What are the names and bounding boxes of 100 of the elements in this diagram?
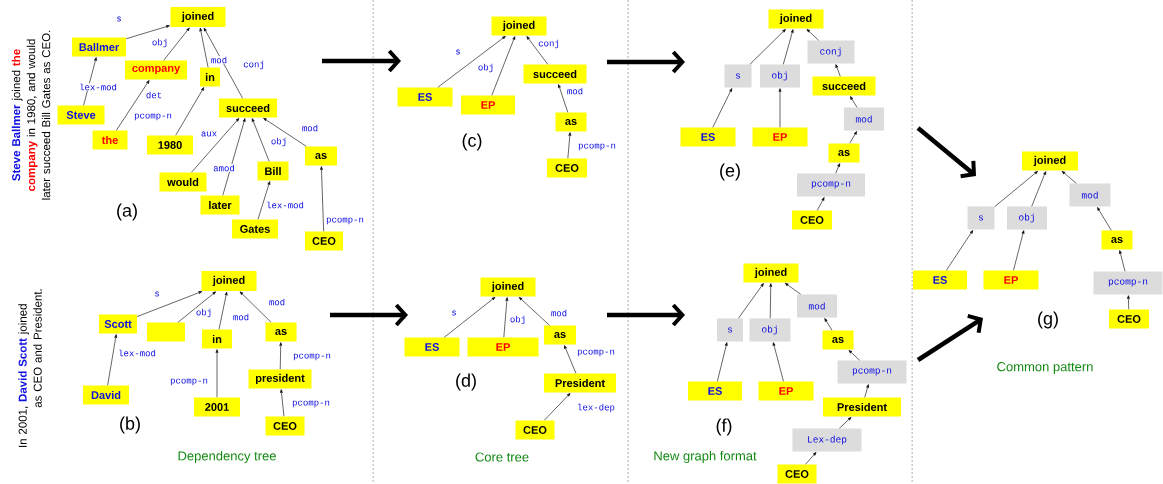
edge-label: obj	[270, 137, 288, 147]
word-box: as	[1101, 230, 1133, 250]
word-box: succeed	[812, 76, 876, 96]
arrow	[738, 283, 764, 319]
word-box: President	[823, 397, 901, 417]
arrow	[491, 36, 516, 96]
arrow	[218, 291, 228, 330]
word-box: CEO	[792, 210, 832, 230]
word-box: Gates	[232, 219, 278, 239]
word-box: President	[544, 373, 616, 393]
panel-letter: (d)	[456, 373, 476, 391]
word-box	[147, 322, 185, 342]
word-box: succeed	[219, 98, 277, 118]
panel-letter: (b)	[120, 416, 140, 434]
arrow	[1013, 230, 1025, 271]
word-box: CEO	[305, 231, 343, 251]
panel-letter: (e)	[720, 163, 740, 181]
arrow	[567, 132, 572, 159]
word-box: CEO	[777, 464, 817, 484]
relation-box: s	[967, 206, 995, 230]
arrow	[558, 84, 569, 113]
edge-label: pcomp-n	[169, 378, 209, 386]
relation-box: s	[724, 64, 752, 88]
word-box: as	[828, 143, 860, 163]
arrow	[1031, 171, 1047, 207]
label: as CEO and President.	[33, 289, 42, 408]
arrow	[835, 64, 841, 77]
arrow	[203, 27, 243, 99]
word-box: joined	[170, 7, 226, 27]
label: joined	[18, 304, 30, 335]
word-box: David	[83, 385, 129, 405]
edge-label: obj	[151, 38, 169, 48]
arrow	[712, 88, 733, 128]
word-box: in	[200, 67, 220, 87]
relation-box: mod	[844, 107, 884, 131]
word-box: ES	[688, 381, 742, 401]
arrow	[839, 417, 852, 429]
word-box: as	[544, 325, 576, 345]
relation-box: s	[717, 318, 743, 342]
word-box: as	[555, 112, 587, 132]
edge-label: pcomp-n	[291, 400, 331, 408]
edge-label: obj	[195, 308, 213, 318]
relation-box: Lex-dep	[792, 428, 862, 452]
edge-label: pcomp-n	[576, 349, 616, 357]
arrow	[816, 197, 825, 211]
word-box: joined	[201, 271, 257, 291]
arrow	[784, 282, 801, 295]
edge-label: mod	[550, 309, 568, 317]
word-box: company	[125, 60, 187, 80]
relation-box: pcomp-n	[1093, 271, 1163, 295]
relation-box: obj	[749, 318, 791, 342]
edge-label: mod	[566, 87, 584, 95]
arrow	[849, 131, 857, 144]
word-box: Steve	[57, 105, 105, 125]
word-box: ES	[913, 270, 967, 290]
word-box: EP	[461, 95, 515, 115]
arrow	[850, 96, 858, 108]
label: company	[28, 140, 38, 191]
arrow	[280, 389, 285, 417]
relation-box: pcomp-n	[837, 360, 907, 384]
edge-label: det	[145, 91, 163, 99]
arrow	[136, 291, 203, 317]
arrow	[526, 36, 549, 65]
relation-box: pcomp-n	[797, 173, 865, 197]
edge-label: lex-mod	[78, 83, 118, 91]
label: in 1980, and would	[26, 39, 37, 137]
arrow	[215, 349, 219, 398]
arrow	[864, 384, 869, 398]
arrow	[222, 118, 246, 196]
word-box: in	[202, 329, 232, 349]
edge-label: s	[153, 291, 161, 297]
arrow	[518, 297, 550, 326]
label: later succeed Bill Gates as CEO.	[41, 30, 51, 200]
arrow	[848, 350, 860, 361]
label: In 2001,	[18, 406, 29, 447]
arrow	[749, 29, 786, 65]
arrow	[783, 29, 794, 65]
edge-label: lex-mod	[265, 201, 305, 209]
arrow	[444, 296, 496, 338]
label: joined	[11, 70, 23, 101]
edge-label: amod	[212, 164, 236, 172]
word-box: 1980	[147, 135, 193, 155]
word-box: CEO	[515, 420, 555, 440]
word-box: CEO	[265, 416, 305, 436]
panel-letter: (a)	[117, 203, 137, 221]
word-box: as	[822, 330, 854, 350]
arrow	[806, 29, 819, 41]
word-box: Bill	[257, 161, 289, 181]
arrow	[717, 342, 728, 382]
edge-label: aux	[200, 131, 218, 137]
word-box: succeed	[523, 64, 587, 84]
label: the	[11, 49, 21, 66]
word-box: EP	[467, 337, 539, 357]
arrow	[83, 57, 97, 106]
edge-label: mod	[268, 298, 286, 306]
label: David Scott	[18, 338, 27, 402]
word-box: joined	[480, 277, 536, 297]
edge-label: pcomp-n	[325, 217, 365, 225]
panel-letter: (f)	[716, 418, 732, 436]
word-box: EP	[758, 381, 814, 401]
